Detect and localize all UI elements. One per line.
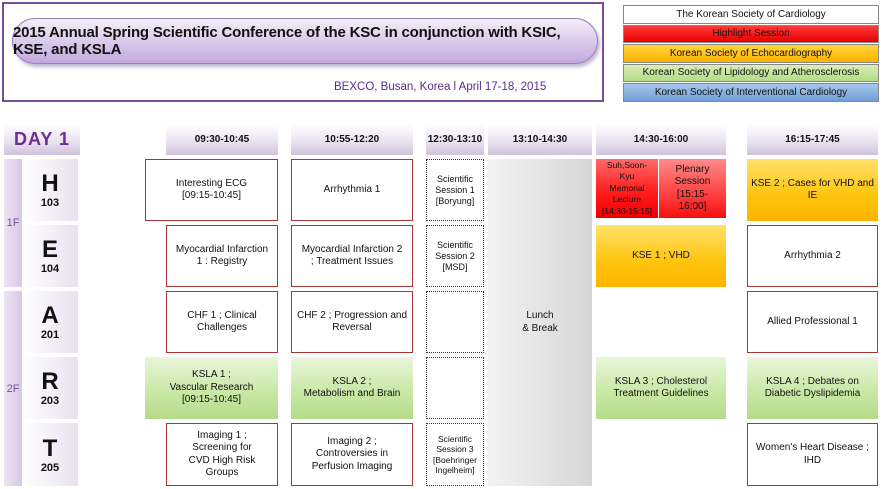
legend-ksic: Korean Society of Interventional Cardiol… bbox=[623, 83, 879, 102]
floor-label: 2F bbox=[4, 291, 22, 486]
session-arrhythmia-1[interactable]: Arrhythmia 1 bbox=[291, 159, 413, 221]
conference-title: 2015 Annual Spring Scientific Conference… bbox=[12, 18, 598, 64]
room-number: 201 bbox=[40, 329, 60, 341]
room-t: T 205 bbox=[22, 423, 78, 486]
session-allied-professional[interactable]: Allied Professional 1 bbox=[747, 291, 878, 353]
session-empty bbox=[426, 357, 484, 419]
time-header: 13:10-14:30 bbox=[488, 124, 592, 155]
session-arrhythmia-2[interactable]: Arrhythmia 2 bbox=[747, 225, 878, 287]
time-header: 12:30-13:10 bbox=[426, 124, 484, 155]
conference-header: 2015 Annual Spring Scientific Conference… bbox=[2, 2, 604, 102]
floor-label: 1F bbox=[4, 159, 22, 287]
time-header: 09:30-10:45 bbox=[166, 124, 278, 155]
legend-ksla: Korean Society of Lipidology and Atheros… bbox=[623, 63, 879, 82]
time-header: 10:55-12:20 bbox=[291, 124, 413, 155]
room-letter: R bbox=[41, 368, 59, 395]
session-mi-2[interactable]: Myocardial Infarction 2; Treatment Issue… bbox=[291, 225, 413, 287]
session-ksla-2[interactable]: KSLA 2 ;Metabolism and Brain bbox=[291, 357, 413, 419]
legend-highlight: Highlight Session bbox=[623, 24, 879, 43]
room-h: H 103 bbox=[22, 159, 78, 221]
lunch-text: Lunch bbox=[526, 310, 554, 321]
room-a: A 201 bbox=[22, 291, 78, 353]
room-r: R 203 bbox=[22, 357, 78, 419]
lunch-break-block: Lunch& Break bbox=[488, 159, 592, 486]
day-label: DAY 1 bbox=[4, 124, 80, 155]
session-womens-heart[interactable]: Women's Heart Disease ;IHD bbox=[747, 423, 878, 486]
time-header: 14:30-16:00 bbox=[596, 124, 726, 155]
session-kse-1[interactable]: KSE 1 ; VHD bbox=[596, 225, 726, 287]
session-interesting-ecg[interactable]: Interesting ECG[09:15-10:45] bbox=[145, 159, 278, 221]
society-legend: The Korean Society of Cardiology Highlig… bbox=[623, 5, 879, 103]
conference-venue: BEXCO, Busan, Korea l April 17-18, 2015 bbox=[334, 81, 547, 93]
legend-kse: Korean Society of Echocardiography bbox=[623, 44, 879, 63]
room-number: 205 bbox=[40, 461, 60, 474]
room-letter: T bbox=[42, 434, 58, 462]
room-letter: E bbox=[41, 236, 58, 263]
lunch-text: & Break bbox=[522, 322, 558, 334]
room-letter: H bbox=[41, 170, 59, 197]
time-header: 16:15-17:45 bbox=[747, 124, 878, 155]
room-letter: A bbox=[41, 302, 59, 329]
room-number: 203 bbox=[40, 395, 60, 407]
session-empty bbox=[426, 291, 484, 353]
room-e: E 104 bbox=[22, 225, 78, 287]
room-number: 103 bbox=[40, 197, 60, 209]
room-number: 104 bbox=[40, 263, 60, 275]
session-ksla-1[interactable]: KSLA 1 ;Vascular Research[09:15-10:45] bbox=[145, 357, 278, 419]
legend-ksc: The Korean Society of Cardiology bbox=[623, 5, 879, 24]
